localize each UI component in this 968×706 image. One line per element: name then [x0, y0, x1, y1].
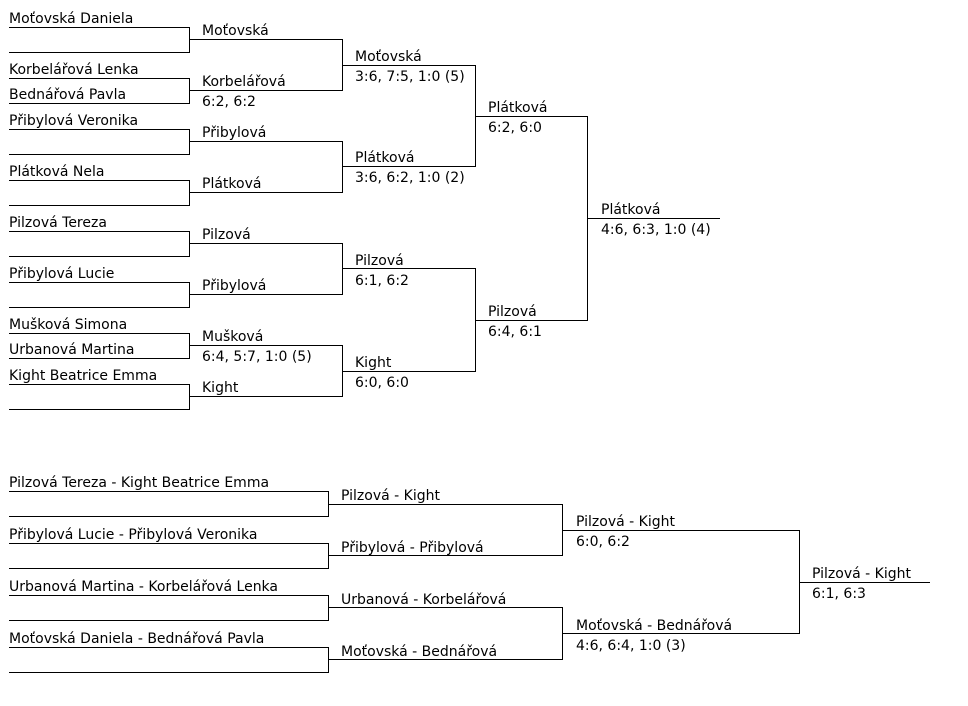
singles-r1-player: Přibylová Lucie	[9, 266, 115, 282]
singles-final-score: 4:6, 6:3, 1:0 (4)	[601, 222, 711, 238]
singles-r2-name: Kight	[202, 380, 239, 396]
singles-qf-score: 6:1, 6:2	[355, 273, 409, 289]
singles-sf-score: 6:4, 6:1	[488, 324, 542, 340]
singles-final-name: Plátková	[601, 202, 661, 218]
doubles-r1-team: Urbanová Martina - Korbelářová Lenka	[9, 579, 279, 595]
singles-r2-score: 6:4, 5:7, 1:0 (5)	[202, 349, 312, 365]
doubles-sf-score: 4:6, 6:4, 1:0 (3)	[576, 638, 686, 654]
singles-r2-name: Pilzová	[202, 227, 251, 243]
singles-r1-player: Přibylová Veronika	[9, 113, 139, 129]
singles-r2-name: Moťovská	[202, 23, 269, 39]
singles-r1-player: Mušková Simona	[9, 317, 128, 333]
singles-qf-name: Moťovská	[355, 49, 422, 65]
singles-r2-name: Přibylová	[202, 125, 267, 141]
singles-qf-score: 3:6, 6:2, 1:0 (2)	[355, 170, 465, 186]
singles-r1-player: Pilzová Tereza	[9, 215, 107, 231]
singles-qf-score: 6:0, 6:0	[355, 375, 409, 391]
singles-r2-name: Mušková	[202, 329, 264, 345]
doubles-r1-team: Pilzová Tereza - Kight Beatrice Emma	[9, 475, 270, 491]
doubles-sf-name: Pilzová - Kight	[576, 514, 675, 530]
singles-r1-player: Kight Beatrice Emma	[9, 368, 158, 384]
singles-sf-score: 6:2, 6:0	[488, 120, 542, 136]
singles-r2-name: Korbelářová	[202, 74, 286, 90]
singles-r2-name: Plátková	[202, 176, 262, 192]
doubles-r1-team: Moťovská Daniela - Bednářová Pavla	[9, 631, 265, 647]
doubles-r1-team: Přibylová Lucie - Přibylová Veronika	[9, 527, 258, 543]
singles-qf-name: Kight	[355, 355, 392, 371]
singles-r1-player: Bednářová Pavla	[9, 87, 127, 103]
singles-r1-player: Moťovská Daniela	[9, 11, 134, 27]
doubles-r2-name: Přibylová - Přibylová	[341, 540, 484, 556]
singles-r2-score: 6:2, 6:2	[202, 94, 256, 110]
singles-r1-player: Korbelářová Lenka	[9, 62, 139, 78]
singles-qf-name: Pilzová	[355, 253, 404, 269]
singles-qf-name: Plátková	[355, 150, 415, 166]
singles-r2-name: Přibylová	[202, 278, 267, 294]
singles-r1-player: Urbanová Martina	[9, 342, 135, 358]
singles-r1-player: Plátková Nela	[9, 164, 105, 180]
doubles-r2-name: Urbanová - Korbelářová	[341, 592, 507, 608]
singles-sf-name: Plátková	[488, 100, 548, 116]
doubles-sf-score: 6:0, 6:2	[576, 534, 630, 550]
doubles-final-score: 6:1, 6:3	[812, 586, 866, 602]
singles-qf-score: 3:6, 7:5, 1:0 (5)	[355, 69, 465, 85]
doubles-r2-name: Pilzová - Kight	[341, 488, 440, 504]
singles-sf-name: Pilzová	[488, 304, 537, 320]
doubles-r2-name: Moťovská - Bednářová	[341, 644, 498, 660]
doubles-sf-name: Moťovská - Bednářová	[576, 618, 733, 634]
doubles-final-name: Pilzová - Kight	[812, 566, 911, 582]
